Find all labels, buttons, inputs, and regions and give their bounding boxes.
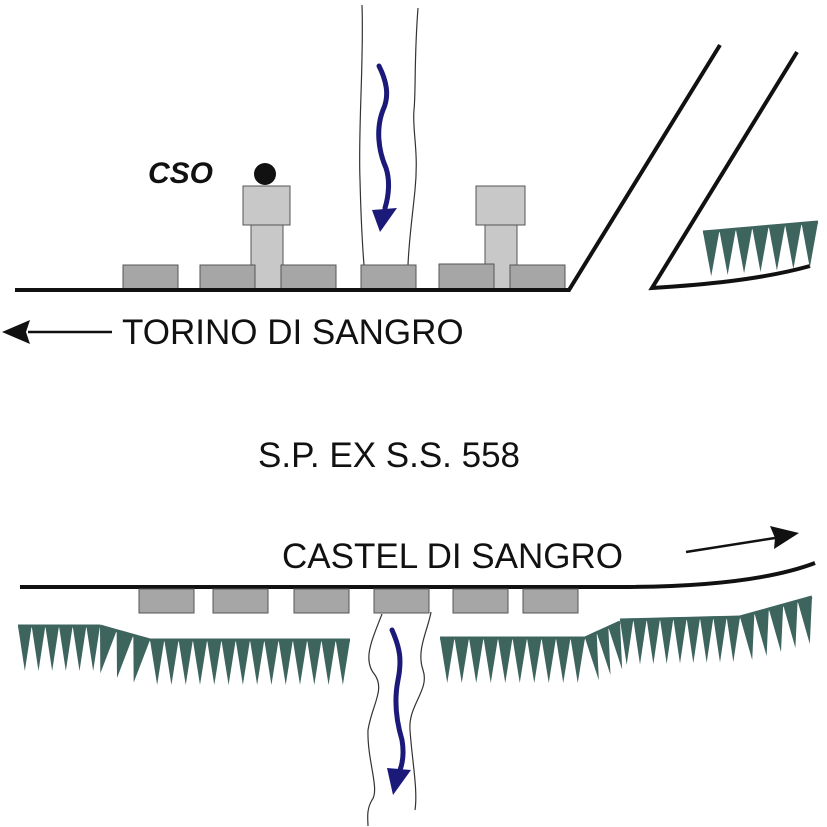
hatch-crest [702, 220, 819, 234]
hatch-spike [207, 640, 222, 685]
hatch-spike [150, 640, 165, 685]
hatch-spike [278, 640, 293, 685]
road-name-label: S.P. EX S.S. 558 [258, 436, 521, 475]
hatch-spike [512, 638, 527, 683]
hatch-spike [498, 638, 513, 683]
hatch-spike [585, 632, 599, 681]
hatch-spike [783, 601, 798, 648]
arrow-right-icon [770, 526, 799, 549]
hatch-spike [703, 230, 720, 277]
building [373, 588, 430, 614]
building [138, 588, 195, 614]
arrow-right-shaft [685, 536, 776, 554]
hatch-spike [321, 640, 336, 685]
hatch-spike [469, 638, 484, 683]
hatch-spike [752, 226, 769, 272]
building [122, 264, 179, 291]
hatch-spike [18, 626, 32, 671]
hatch-spike [700, 617, 714, 663]
hatch-spike [719, 229, 736, 275]
hatch-spike [541, 638, 556, 683]
hatch-spike [116, 630, 134, 678]
hatch-spike [483, 638, 498, 683]
building [280, 264, 337, 291]
hatch-crest [739, 595, 813, 619]
cso-tower-lower [250, 224, 284, 291]
hatch-spike [801, 222, 818, 268]
hatch-spike [527, 638, 542, 683]
hatch-spike [608, 622, 623, 670]
hatch-spike [292, 640, 308, 685]
hatch-spike [235, 640, 250, 685]
hatch-crest [99, 624, 151, 642]
building [509, 264, 566, 291]
building [438, 263, 495, 291]
tower-right-upper [475, 185, 526, 226]
hatch-spike [768, 605, 784, 652]
flow-arrow-head-icon [387, 768, 411, 795]
hatch-spike [72, 626, 87, 671]
hatch-spike [221, 640, 236, 685]
hatch-spike [673, 618, 687, 664]
hatch-spike [307, 640, 322, 685]
escarpment-hatch-icon [18, 595, 813, 685]
building [212, 588, 269, 614]
building [199, 264, 256, 291]
hatch-spike [713, 617, 727, 663]
stream-bank-left-top [358, 4, 365, 266]
hatch-spike [660, 618, 674, 664]
hatch-spike [31, 626, 46, 671]
cso-tower-upper [242, 185, 291, 226]
flow-arrow-icon [389, 627, 406, 773]
stream-bank-right-top [407, 7, 419, 266]
escarpment-hatch-icon [702, 220, 819, 277]
hatch-spike [740, 613, 755, 660]
building [360, 264, 417, 291]
hatch-spike [192, 640, 208, 685]
hatch-spike [100, 626, 117, 674]
hatch-spike [726, 617, 740, 663]
direction-label-castel: CASTEL DI SANGRO [282, 537, 623, 576]
hatch-spike [164, 640, 179, 685]
hatch-spike [59, 626, 73, 671]
arrow-left-icon [2, 320, 30, 344]
hatch-spike [178, 640, 193, 685]
road-line-top [15, 43, 722, 292]
hatch-spike [596, 627, 611, 675]
hatch-spike [45, 626, 59, 671]
hatch-spike [250, 640, 265, 685]
hatch-spike [785, 223, 802, 270]
road-line-top-branch [648, 50, 811, 291]
hatch-spike [440, 638, 455, 683]
hatch-spike [735, 227, 753, 274]
building [293, 588, 350, 614]
dot-icon [254, 163, 276, 185]
hatch-spike [86, 626, 100, 671]
hatch-spike [686, 618, 700, 664]
hatch-spike [335, 640, 350, 685]
hatch-spike [556, 638, 571, 683]
cso-label: CSO [148, 157, 214, 190]
hatch-spike [454, 638, 469, 683]
flow-arrow-icon [376, 63, 391, 211]
hatch-spike [570, 638, 585, 683]
hatch-spike [768, 224, 786, 271]
stream-bank-left-bottom [367, 613, 383, 827]
hatch-spike [646, 619, 660, 665]
hatch-spike [264, 640, 279, 685]
hatch-spike [797, 597, 812, 644]
building [522, 588, 579, 614]
hatch-spike [620, 619, 634, 665]
direction-label-torino: TORINO DI SANGRO [122, 313, 464, 352]
hatch-spike [754, 609, 769, 656]
hatch-spike [633, 619, 647, 665]
hatch-crest [584, 620, 621, 640]
hatch-crest [619, 615, 741, 622]
flow-arrow-head-icon [372, 208, 397, 232]
road-line-bottom [20, 561, 816, 589]
hatch-spike [133, 635, 150, 683]
stream-bank-right-bottom [409, 611, 432, 811]
building [452, 588, 509, 614]
